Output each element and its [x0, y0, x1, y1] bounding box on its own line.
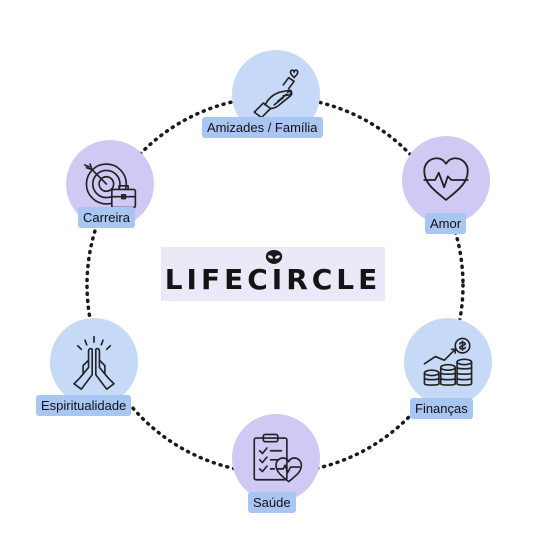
node-carreira-label: Carreira — [78, 207, 135, 228]
heart-pulse-icon — [423, 157, 469, 201]
node-espiritualidade-circle[interactable] — [50, 318, 138, 406]
coins-growth-icon — [423, 337, 473, 386]
alien-head-icon — [265, 250, 283, 264]
clipboard-heart-icon — [253, 433, 303, 483]
node-financas-label: Finanças — [410, 398, 473, 419]
target-briefcase-icon — [83, 163, 137, 209]
praying-hands-icon — [73, 335, 115, 391]
node-amizades-label: Amizades / Família — [202, 117, 323, 138]
node-espiritualidade-label: Espiritualidade — [36, 395, 132, 416]
node-financas-circle[interactable] — [404, 318, 492, 406]
node-saude-circle[interactable] — [232, 414, 320, 502]
node-saude-label: Saúde — [248, 492, 296, 513]
handshake-heart-icon — [253, 69, 299, 119]
node-amor-label: Amor — [425, 213, 467, 234]
node-amor-circle[interactable] — [402, 136, 490, 224]
logo-text: LIFECIRCLE — [164, 262, 382, 296]
